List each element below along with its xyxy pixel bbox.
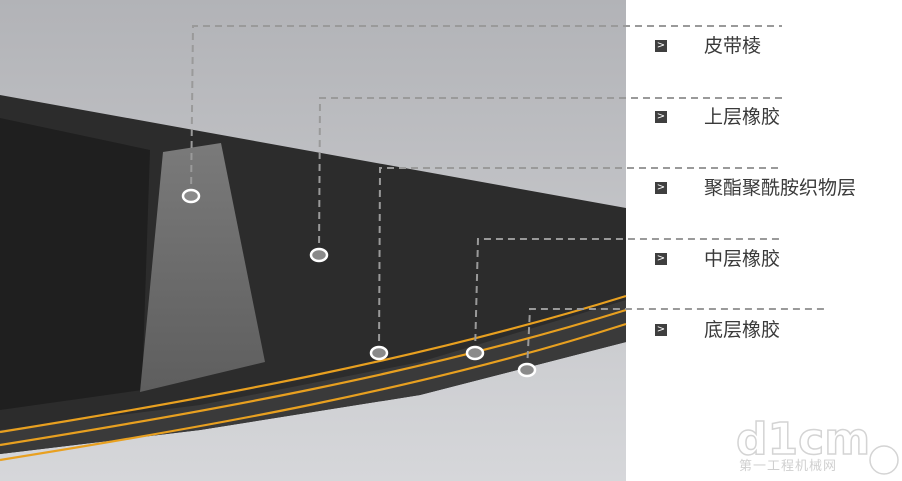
label-upper-rubber: 上层橡胶 — [704, 106, 781, 128]
callout-point — [309, 247, 329, 263]
belt-left-face — [0, 118, 150, 410]
callout-point — [369, 345, 389, 361]
label-marker-icon: > — [655, 111, 667, 123]
fabric-layers — [0, 294, 627, 462]
watermark-caption: 第一工程机械网 — [739, 459, 838, 474]
label-bottom-rubber: 底层橡胶 — [704, 319, 781, 341]
label-marker-icon: > — [655, 324, 667, 336]
belt-bottom-surface — [0, 300, 626, 454]
label-marker-icon: > — [655, 40, 667, 52]
fabric-layer-line — [0, 308, 627, 447]
label-marker-icon: > — [655, 182, 667, 194]
callout-points — [181, 188, 537, 378]
watermark-logo: d1cm — [735, 413, 899, 475]
label-marker-icon: > — [655, 253, 667, 265]
leader-line-3 — [378, 167, 782, 354]
label-middle-rubber: 中层橡胶 — [704, 248, 781, 270]
callout-point — [465, 345, 485, 361]
callout-point — [517, 362, 537, 378]
leader-line-1 — [190, 25, 782, 197]
fabric-layer-line — [0, 322, 627, 462]
belt-rib — [140, 143, 265, 392]
fabric-layer-line — [0, 294, 627, 434]
leader-line-5 — [526, 308, 828, 371]
leader-line-4 — [474, 238, 782, 354]
leader-line-2 — [318, 97, 782, 256]
label-panel-background — [626, 0, 902, 481]
label-belt-rib: 皮带棱 — [704, 35, 762, 57]
watermark-logo-text: d1cm — [736, 414, 870, 465]
callout-point — [181, 188, 201, 204]
leader-lines — [190, 25, 828, 371]
label-fabric-layer: 聚酯聚酰胺织物层 — [704, 177, 857, 199]
